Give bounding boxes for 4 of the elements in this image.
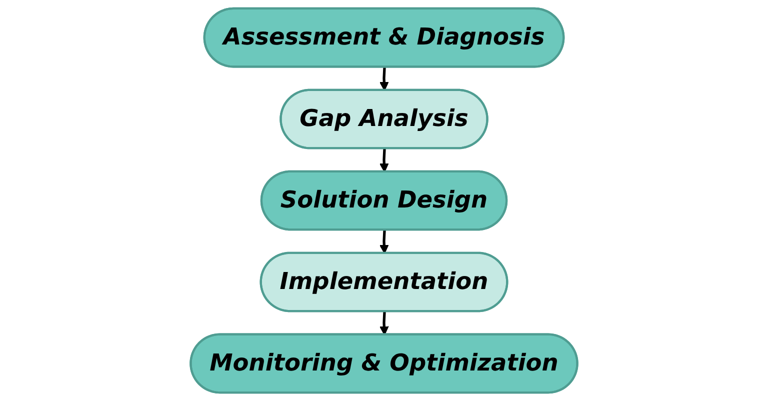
arrow — [380, 312, 389, 336]
arrow — [380, 230, 389, 254]
arrow — [380, 67, 389, 91]
arrow — [380, 148, 389, 172]
